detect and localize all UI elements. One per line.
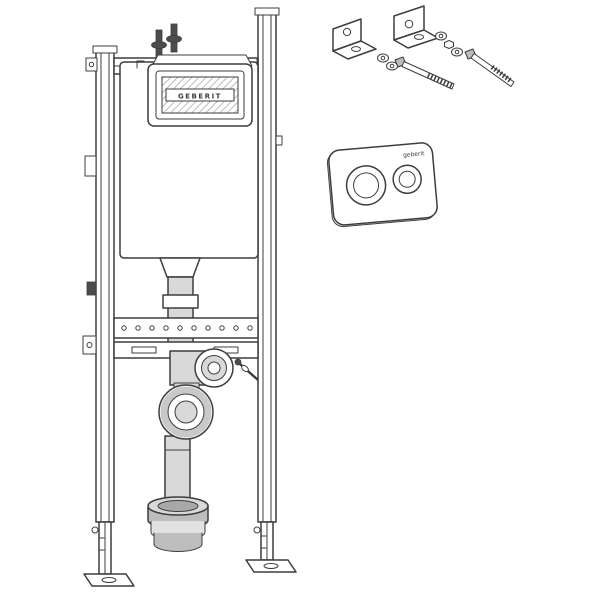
washers-left xyxy=(377,53,398,71)
drain-pipe xyxy=(164,435,191,507)
cover-logo-band xyxy=(165,88,235,102)
mid-crossbar xyxy=(113,317,259,359)
left-foot xyxy=(83,521,135,587)
wall-bracket-left xyxy=(332,18,377,60)
washers-right xyxy=(435,31,463,57)
outlet-connector xyxy=(169,348,259,388)
mounting-hardware xyxy=(332,5,515,90)
flush-button-small xyxy=(392,164,422,195)
flush-button-large xyxy=(345,165,387,206)
outlet-screw xyxy=(234,358,259,381)
drain-elbow xyxy=(158,382,214,440)
cistern-logo-text: GEBERIT xyxy=(178,93,222,101)
hanger-bolts xyxy=(151,23,182,59)
wall-bracket-right xyxy=(393,5,439,49)
outlet-socket xyxy=(147,496,209,552)
flush-plate: geberit xyxy=(326,142,438,228)
concealed-cistern: GEBERIT xyxy=(119,54,259,259)
bolt-left xyxy=(394,56,455,90)
right-foot xyxy=(245,521,297,573)
rail-brackets xyxy=(82,135,283,355)
frame-right-rail xyxy=(254,7,280,523)
inspection-cover: GEBERIT xyxy=(147,54,253,127)
flush-plate-logo-text: geberit xyxy=(403,150,426,159)
frame-left-rail xyxy=(85,45,118,523)
bolt-right xyxy=(464,48,515,87)
